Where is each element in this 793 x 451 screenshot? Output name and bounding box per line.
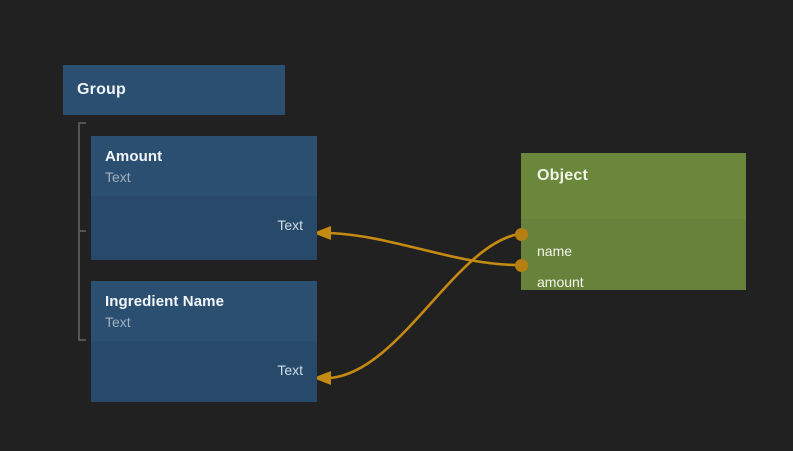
node-object-port-name[interactable]: name xyxy=(537,244,572,258)
node-ingredient-name[interactable]: Ingredient Name Text Text xyxy=(91,281,317,402)
node-amount-title: Amount xyxy=(105,148,163,165)
node-ingredient-name-input-port[interactable]: Text xyxy=(277,363,303,377)
group-bracket-tick-top xyxy=(78,122,86,124)
node-ingredient-name-header: Ingredient Name Text xyxy=(91,281,317,341)
node-object-port-amount-label: amount xyxy=(537,274,584,290)
node-ingredient-name-body: Text xyxy=(91,340,317,402)
group-header[interactable]: Group xyxy=(63,65,285,115)
node-ingredient-name-title: Ingredient Name xyxy=(105,293,225,310)
group-title: Group xyxy=(77,81,126,98)
node-amount-header: Amount Text xyxy=(91,136,317,196)
node-ingredient-name-subtitle: Text xyxy=(105,313,131,330)
port-dot-name[interactable] xyxy=(515,228,528,241)
node-amount-input-label: Text xyxy=(277,216,303,233)
node-amount[interactable]: Amount Text Text xyxy=(91,136,317,260)
node-object-header: Object xyxy=(521,153,746,219)
node-object[interactable]: Object name amount xyxy=(521,153,746,290)
port-dot-amount[interactable] xyxy=(515,259,528,272)
wire-name xyxy=(328,232,521,380)
node-ingredient-name-input-label: Text xyxy=(277,361,303,378)
node-amount-subtitle: Text xyxy=(105,168,131,185)
group-bracket-tick-middle xyxy=(78,230,86,232)
node-object-body: name amount xyxy=(521,219,746,290)
node-object-port-name-label: name xyxy=(537,243,573,259)
wire-amount xyxy=(328,231,521,267)
node-object-port-amount[interactable]: amount xyxy=(537,275,584,289)
node-amount-body: Text xyxy=(91,195,317,260)
group-bracket-tick-bottom xyxy=(78,339,86,341)
node-object-title: Object xyxy=(537,167,588,184)
node-amount-input-port[interactable]: Text xyxy=(277,218,303,232)
